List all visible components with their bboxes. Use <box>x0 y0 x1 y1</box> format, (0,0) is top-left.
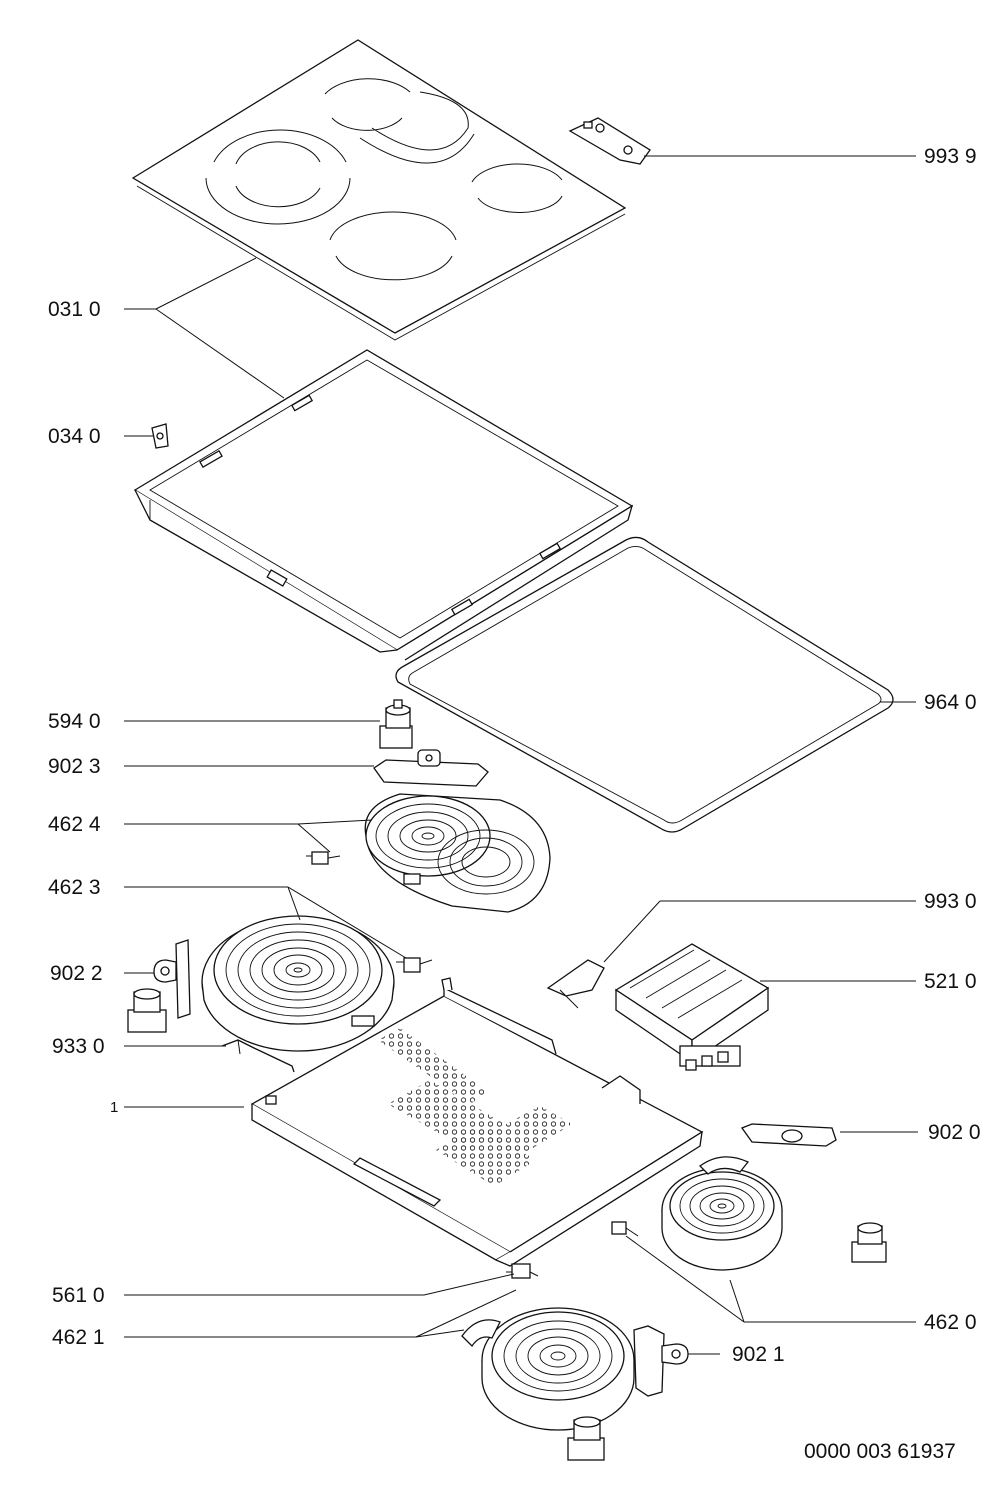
terminal-block-part <box>506 1263 539 1279</box>
label-521-0: 521 0 <box>924 970 977 993</box>
label-902-1: 902 1 <box>732 1343 785 1366</box>
label-031-0: 031 0 <box>48 298 101 321</box>
glass-cooktop-part <box>131 39 627 341</box>
wire-clip-part <box>221 1039 295 1073</box>
label-462-1: 462 1 <box>52 1326 105 1349</box>
label-902-2: 902 2 <box>50 962 103 985</box>
label-902-0: 902 0 <box>928 1121 981 1144</box>
leader-lines <box>124 155 918 1355</box>
hob-frame-part <box>133 349 634 661</box>
round-heating-element-part-3 <box>201 915 395 1052</box>
bracket-part-1 <box>633 1325 689 1397</box>
clip-part <box>151 423 169 449</box>
energy-regulator-part <box>379 699 413 749</box>
control-strip-part <box>568 117 651 165</box>
energy-regulator-part-1 <box>567 1416 605 1461</box>
label-462-0: 462 0 <box>924 1311 977 1334</box>
document-number: 0000 003 61937 <box>804 1440 956 1463</box>
label-594-0: 594 0 <box>48 710 101 733</box>
label-462-4: 462 4 <box>48 813 101 836</box>
limiter-part-3 <box>396 957 433 973</box>
label-993-0: 993 0 <box>924 890 977 913</box>
label-561-0: 561 0 <box>52 1284 105 1307</box>
limiter-part-4 <box>306 851 341 865</box>
round-heating-element-part-0 <box>661 1156 783 1271</box>
base-tray-part <box>250 977 704 1267</box>
label-034-0: 034 0 <box>48 425 101 448</box>
round-heating-element-part-1 <box>461 1307 635 1431</box>
label-462-3: 462 3 <box>48 876 101 899</box>
bracket-part-0 <box>740 1123 837 1147</box>
part-labels: 993 9 031 0 034 0 964 0 594 0 902 3 462 … <box>48 145 981 1463</box>
gasket-seal-part <box>395 536 894 833</box>
energy-regulator-part-2 <box>127 988 167 1033</box>
energy-regulator-part-0 <box>851 1222 887 1263</box>
limiter-part-0 <box>611 1221 639 1237</box>
bracket-part-3 <box>373 749 489 787</box>
label-1: 1 <box>110 1099 118 1116</box>
spring-clip-part <box>546 959 605 1009</box>
label-902-3: 902 3 <box>48 755 101 778</box>
control-box-part <box>614 943 770 1071</box>
label-964-0: 964 0 <box>924 691 977 714</box>
bracket-part-2 <box>153 939 191 1019</box>
oval-heating-element-part <box>364 793 551 913</box>
label-993-9: 993 9 <box>924 145 977 168</box>
label-933-0: 933 0 <box>52 1035 105 1058</box>
